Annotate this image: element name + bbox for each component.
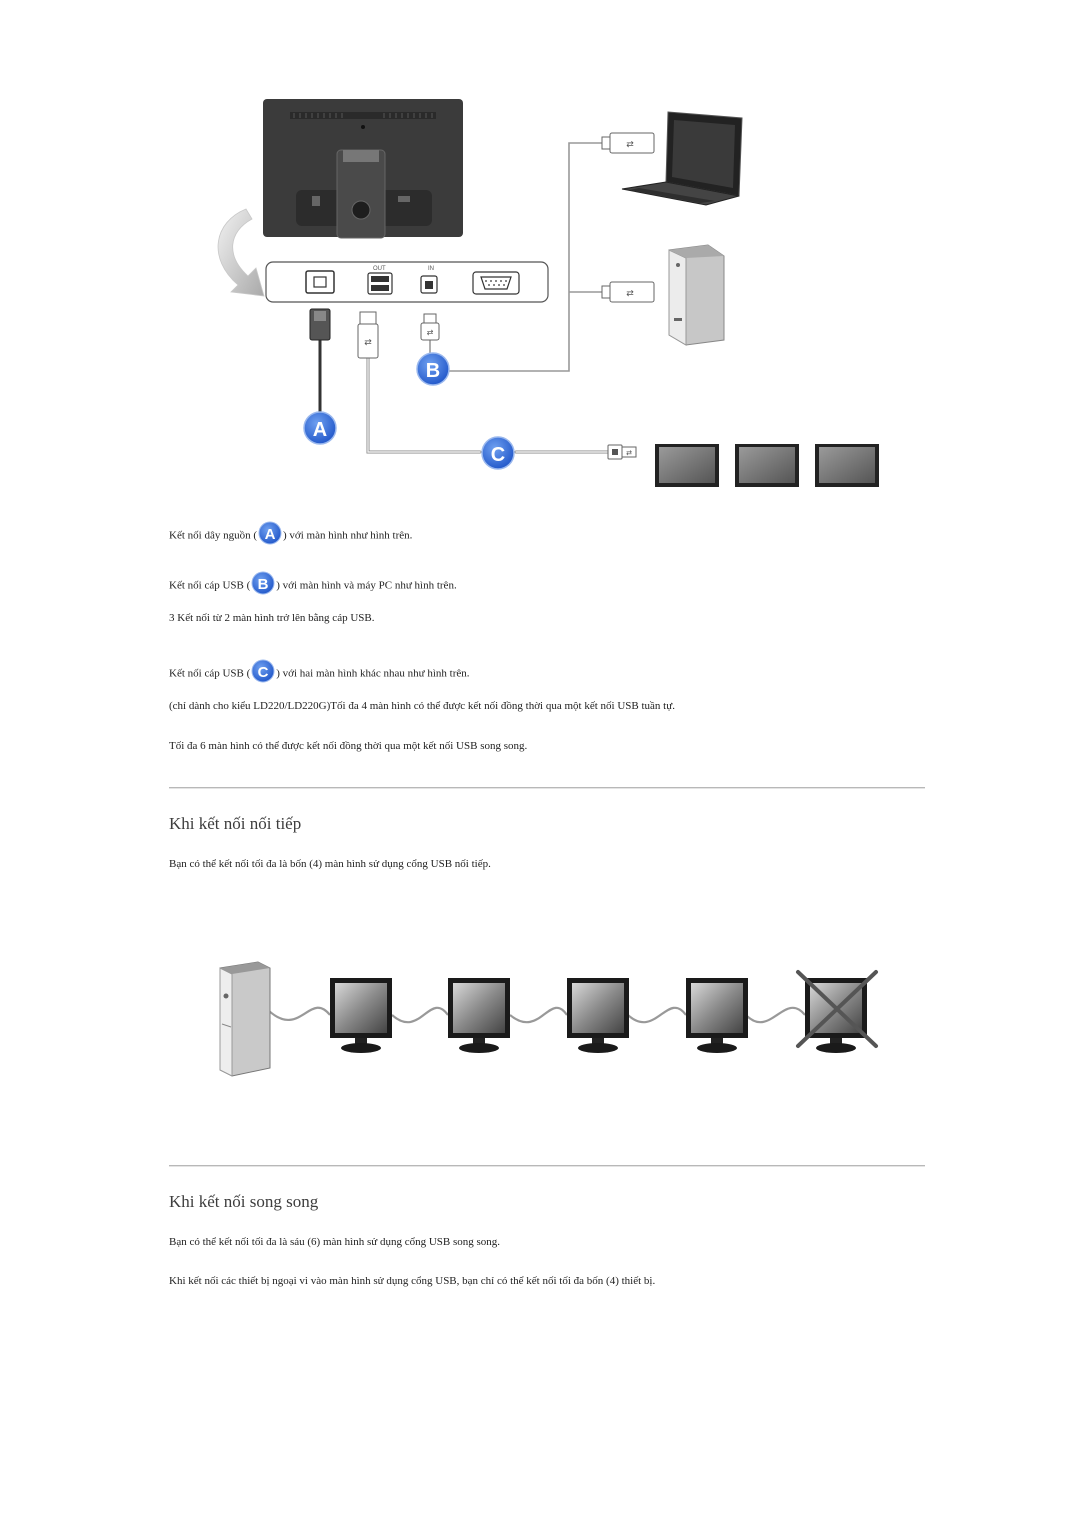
instruction-text: ) với màn hình như hình trên.	[282, 529, 413, 542]
usb-cable-c	[366, 356, 610, 454]
instruction-text: ) với màn hình và máy PC như hình trên.	[276, 579, 457, 592]
power-plug-icon	[309, 308, 331, 341]
usb-plug-monitors-icon: ⇄	[607, 444, 637, 460]
usb-in-port-icon	[420, 275, 438, 294]
monitor-3-icon	[815, 444, 879, 487]
usb-plug-pc-icon: ⇄	[601, 281, 655, 303]
svg-text:⇄: ⇄	[626, 289, 634, 299]
badge-b: B	[416, 352, 450, 386]
svg-text:⇄: ⇄	[626, 449, 632, 457]
badge-c: C	[481, 436, 515, 470]
serial-monitor-3-icon	[567, 978, 629, 1053]
svg-text:C: C	[491, 444, 505, 466]
svg-text:A: A	[265, 526, 276, 543]
serial-monitor-1-icon	[330, 978, 392, 1053]
monitor-1-icon	[655, 444, 719, 487]
instruction-text: ) với hai màn hình khác nhau như hình tr…	[276, 667, 470, 680]
daisy-chain-cable	[267, 1006, 806, 1024]
serial-monitor-4-icon	[686, 978, 748, 1053]
svg-text:⇄: ⇄	[364, 338, 372, 348]
parallel-description: Bạn có thể kết nối tối đa là sáu (6) màn…	[169, 1236, 501, 1248]
in-port-label: IN	[428, 266, 434, 272]
serial-description: Bạn có thể kết nối tối đa là bốn (4) màn…	[169, 858, 491, 870]
laptop-icon	[621, 111, 743, 206]
instruction-serial-limit: (chỉ dành cho kiểu LD220/LD220G)Tối đa 4…	[169, 700, 675, 712]
svg-text:C: C	[258, 664, 269, 681]
badge-a: A	[303, 411, 337, 445]
badge-a-icon: A	[258, 521, 282, 545]
cross-icon	[796, 970, 878, 1048]
instruction-text: Kết nối cáp USB (	[169, 667, 251, 680]
svg-text:⇄: ⇄	[626, 140, 634, 150]
parallel-heading: Khi kết nối song song	[169, 1192, 319, 1211]
instruction-text: Kết nối dây nguồn (	[169, 529, 257, 542]
badge-b-icon: B	[251, 571, 275, 595]
section-divider	[169, 787, 925, 789]
instruction-text: Kết nối cáp USB (	[169, 579, 251, 592]
usb-connection-diagram: OUT IN	[217, 99, 879, 487]
usb-plug-laptop-icon: ⇄	[601, 132, 655, 154]
monitor-row	[655, 444, 879, 487]
svg-text:B: B	[258, 576, 269, 593]
instruction-parallel-limit: Tối đa 6 màn hình có thể được kết nối đồ…	[169, 740, 528, 752]
monitor-back-illustration	[263, 99, 463, 239]
svg-text:A: A	[313, 419, 327, 441]
svg-text:⇄: ⇄	[427, 328, 434, 337]
usb-b-plug-icon: ⇄	[420, 313, 440, 341]
dsub-port-icon	[472, 271, 520, 295]
instruction-power-cable: Kết nối dây nguồn ( A ) với màn hình như h…	[169, 521, 413, 548]
svg-text:B: B	[426, 360, 440, 382]
monitor-2-icon	[735, 444, 799, 487]
power-port-icon	[305, 270, 335, 294]
desktop-pc-icon	[668, 244, 725, 346]
parallel-peripheral-note: Khi kết nối các thiết bị ngoại vi vào mà…	[169, 1275, 656, 1287]
serial-heading: Khi kết nối nối tiếp	[169, 814, 302, 833]
badge-c-icon: C	[251, 659, 275, 683]
section-divider	[169, 1165, 925, 1167]
serial-connection-illustration	[219, 961, 878, 1077]
desktop-pc-icon	[219, 961, 271, 1077]
instruction-usb-pc: Kết nối cáp USB ( B ) với màn hình và máy …	[169, 571, 457, 598]
usb-a-plug-icon: ⇄	[357, 311, 379, 359]
instruction-multi-monitor: 3 Kết nối từ 2 màn hình trở lên bằng cáp…	[169, 612, 375, 624]
usb-cable-c-inner	[367, 357, 609, 453]
instruction-usb-monitors: Kết nối cáp USB ( C ) với hai màn hình khá…	[169, 659, 470, 686]
port-panel: OUT IN	[265, 261, 549, 303]
usb-out-ports-icon	[367, 272, 393, 295]
out-port-label: OUT	[373, 266, 386, 272]
serial-monitor-2-icon	[448, 978, 510, 1053]
curved-arrow-icon	[217, 208, 265, 297]
